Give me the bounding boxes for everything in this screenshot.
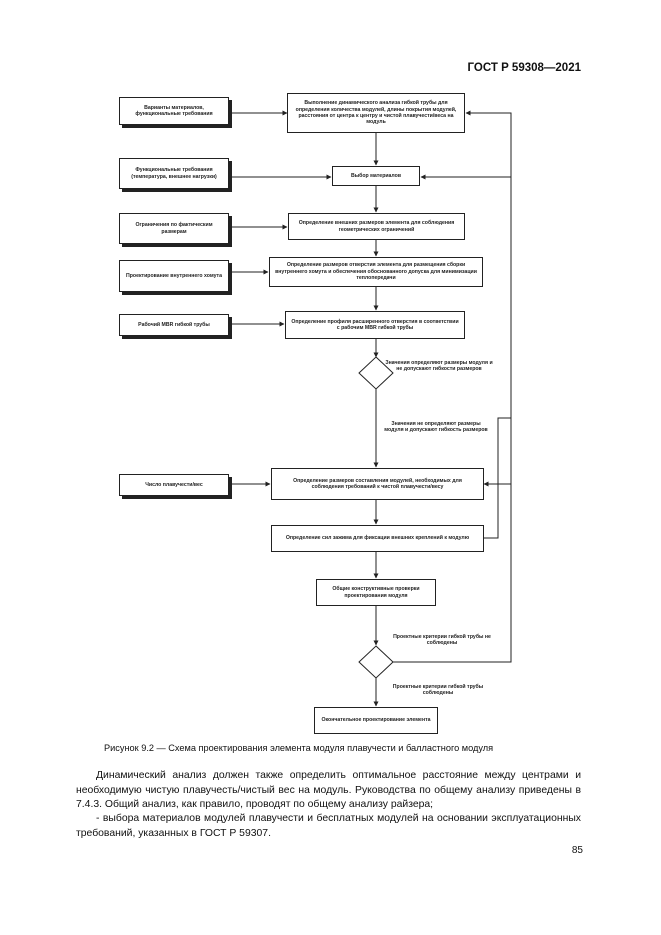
step-general-requirements: Общие конструктивные проверки проектиров… bbox=[316, 579, 436, 606]
step-final-design: Окончательное проектирование элемента bbox=[314, 707, 438, 734]
connector-feedback-loop bbox=[393, 110, 512, 663]
step-bore-profile: Определение профиля расширенного отверст… bbox=[285, 311, 465, 339]
figure-caption: Рисунок 9.2 — Схема проектирования элеме… bbox=[104, 743, 494, 753]
input-buoyancy-counts: Число плавучести/вес bbox=[119, 474, 229, 496]
step-dynamic-analysis: Выполнение динамического анализа гибкой … bbox=[287, 93, 465, 133]
input-diameter-limits: Ограничения по фактическим размерам bbox=[119, 213, 229, 244]
standard-code: ГОСТ Р 59308—2021 bbox=[467, 62, 581, 74]
decision1-yes-label: Значения определяют размеры модуля и не … bbox=[385, 360, 493, 373]
body-paragraph-2: - выбора материалов модулей плавучести и… bbox=[76, 813, 581, 839]
body-paragraph-1: Динамический анализ должен также определ… bbox=[76, 770, 581, 811]
step-module-dimensions: Определение размеров составления модулей… bbox=[271, 468, 484, 500]
decision1-no-label: Значения не определяют размеры модуля и … bbox=[384, 421, 488, 434]
step-material-selection: Выбор материалов bbox=[332, 166, 420, 186]
input-mbr: Рабочий MBR гибкой трубы bbox=[119, 314, 229, 336]
connector-clamp-to-loop bbox=[484, 417, 511, 539]
step-outer-diameter: Определение внешних размеров элемента дл… bbox=[288, 213, 465, 240]
input-functional-requirements: Функциональные требования (температура, … bbox=[119, 158, 229, 189]
input-inner-clamp: Проектирование внутреннего хомута bbox=[119, 260, 229, 292]
input-materials-requirements: Варианты материалов, функциональные треб… bbox=[119, 97, 229, 125]
decision-diamond-1 bbox=[358, 356, 394, 390]
step-clamp-forces: Определение сил зажима для фиксации внеш… bbox=[271, 525, 484, 552]
decision-diamond-2 bbox=[358, 645, 394, 679]
decision2-yes-label: Проектные критерии гибкой трубы соблюден… bbox=[392, 684, 484, 697]
decision2-no-label: Проектные критерии гибкой трубы не соблю… bbox=[393, 634, 491, 647]
step-bore-size: Определение размеров отверстия элемента … bbox=[269, 257, 483, 287]
page-number: 85 bbox=[571, 845, 583, 856]
